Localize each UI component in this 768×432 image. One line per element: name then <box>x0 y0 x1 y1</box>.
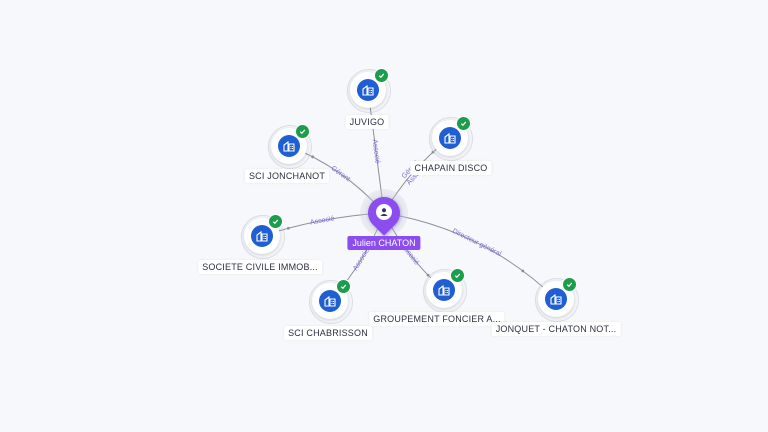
building-icon <box>251 225 273 247</box>
company-node-jonquet-chaton-not[interactable] <box>535 277 579 322</box>
building-icon <box>433 279 455 301</box>
building-icon <box>278 135 300 157</box>
building-icon <box>439 127 461 149</box>
building-icon <box>319 290 341 312</box>
edge-arrow-sci-jonchanot <box>311 155 315 159</box>
verified-check-icon <box>374 68 389 83</box>
edge-role-label: Associé <box>352 247 371 272</box>
person-name-label[interactable]: Julien CHATON <box>347 236 421 250</box>
person-icon <box>376 204 392 220</box>
verified-check-icon <box>562 277 577 292</box>
edge-arrow-jonquet-chaton-not <box>521 269 525 273</box>
company-label-jonquet-chaton-not[interactable]: JONQUET - CHATON NOT... <box>491 322 621 336</box>
edge-role-label: Directeur général <box>451 228 503 258</box>
edge-role-label: Associé <box>310 215 335 226</box>
company-label-groupement-foncier-a[interactable]: GROUPEMENT FONCIER A... <box>369 312 505 326</box>
verified-check-icon <box>295 124 310 139</box>
building-icon <box>545 288 567 310</box>
company-node-juvigo[interactable] <box>347 68 391 113</box>
edge-arrow-societe-civile-immob <box>286 226 290 230</box>
company-node-groupement-foncier-a[interactable] <box>423 268 467 313</box>
verified-check-icon <box>336 279 351 294</box>
edge-jonquet-chaton-not <box>383 212 557 300</box>
edge-role-label: Gérant <box>330 165 352 183</box>
company-node-societe-civile-immob[interactable] <box>241 214 285 259</box>
edge-arrow-groupement-foncier-a <box>426 273 430 277</box>
company-label-sci-jonchanot[interactable]: SCI JONCHANOT <box>244 169 330 183</box>
edge-role-label: Associé <box>371 139 381 164</box>
verified-check-icon <box>268 214 283 229</box>
company-label-sci-chabrisson[interactable]: SCI CHABRISSON <box>284 326 372 340</box>
company-node-sci-chabrisson[interactable] <box>309 279 353 324</box>
edge-arrow-chapain-disco <box>431 150 435 154</box>
building-icon <box>357 79 379 101</box>
company-node-chapain-disco[interactable] <box>429 116 473 161</box>
company-label-juvigo[interactable]: JUVIGO <box>345 115 389 129</box>
company-label-societe-civile-immob[interactable]: SOCIETE CIVILE IMMOB... <box>198 260 322 274</box>
verified-check-icon <box>456 116 471 131</box>
company-node-sci-jonchanot[interactable] <box>268 124 312 169</box>
company-label-chapain-disco[interactable]: CHAPAIN DISCO <box>410 161 492 175</box>
verified-check-icon <box>450 268 465 283</box>
